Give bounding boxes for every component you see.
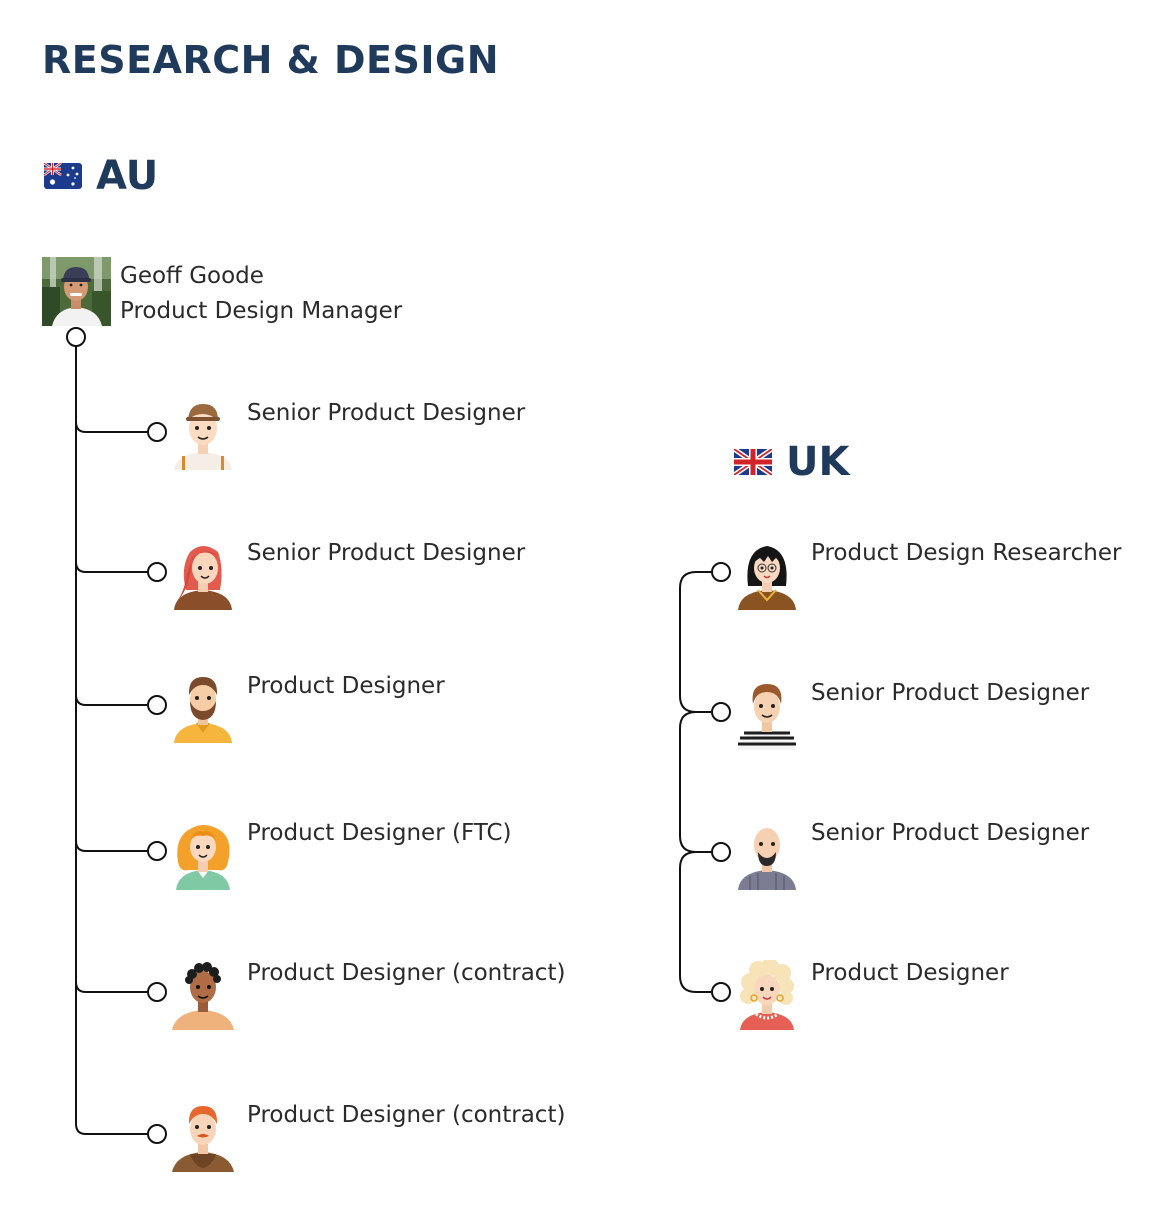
manager-photo [42, 257, 111, 326]
member-role: Product Designer (FTC) [247, 820, 512, 846]
member-node-dot [711, 702, 731, 722]
member-role: Product Designer (contract) [247, 1102, 566, 1128]
team-member-card: Senior Product Designer [736, 680, 1169, 750]
australia-flag-icon [44, 163, 82, 189]
member-role: Product Designer [811, 960, 1009, 986]
member-role: Senior Product Designer [247, 400, 526, 426]
manager-name: Geoff Goode [120, 263, 264, 289]
uk-flag-icon [734, 449, 772, 475]
team-member-card: Senior Product Designer [172, 540, 612, 610]
page-title: RESEARCH & DESIGN [42, 38, 500, 82]
au-branch-line [75, 840, 147, 852]
manager-node-dot [66, 327, 86, 347]
member-node-dot [147, 422, 167, 442]
au-branch-line [75, 694, 147, 706]
avatar-man-beard [174, 677, 232, 743]
avatar-woman-black-hair [738, 546, 796, 610]
team-member-card: Senior Product Designer [172, 400, 612, 470]
uk-branch-line [679, 571, 711, 713]
avatar-man-bald-beard [738, 828, 796, 890]
member-node-dot [147, 562, 167, 582]
member-role: Product Designer [247, 673, 445, 699]
avatar-woman-orange-hair [176, 825, 230, 890]
member-node-dot [711, 842, 731, 862]
member-node-dot [711, 562, 731, 582]
region-au: AU [44, 156, 158, 196]
member-node-dot [147, 841, 167, 861]
uk-branch-line [679, 851, 711, 993]
team-member-card: Product Designer (contract) [172, 960, 612, 1030]
team-member-card: Product Designer [172, 673, 612, 743]
team-member-card: Product Designer [736, 960, 1169, 1030]
avatar-man-striped-shirt [738, 684, 796, 750]
avatar-woman-curly-blonde [740, 960, 794, 1030]
au-branch-line [75, 561, 147, 573]
member-role: Product Designer (contract) [247, 960, 566, 986]
member-role: Senior Product Designer [247, 540, 526, 566]
member-node-dot [147, 1124, 167, 1144]
team-member-card: Product Designer (contract) [172, 1102, 612, 1172]
au-branch-line [75, 981, 147, 993]
au-trunk-line [75, 346, 147, 1135]
team-member-card: Product Design Researcher [736, 540, 1169, 610]
au-branch-line [75, 421, 147, 433]
uk-branch-line [679, 711, 711, 853]
region-uk: UK [734, 442, 849, 482]
manager-title: Product Design Manager [120, 298, 403, 324]
member-role: Senior Product Designer [811, 680, 1090, 706]
region-name: AU [96, 153, 159, 199]
member-node-dot [147, 982, 167, 1002]
member-node-dot [147, 695, 167, 715]
member-role: Senior Product Designer [811, 820, 1090, 846]
team-member-card: Senior Product Designer [736, 820, 1169, 890]
member-node-dot [711, 982, 731, 1002]
region-name: UK [786, 439, 850, 485]
avatar-man-cap [174, 404, 232, 470]
avatar-man-mustache [172, 1106, 234, 1172]
team-member-card: Product Designer (FTC) [172, 820, 612, 890]
avatar-man-curly-hair [172, 962, 234, 1030]
avatar-woman-red-hair [174, 546, 232, 610]
member-role: Product Design Researcher [811, 540, 1122, 566]
